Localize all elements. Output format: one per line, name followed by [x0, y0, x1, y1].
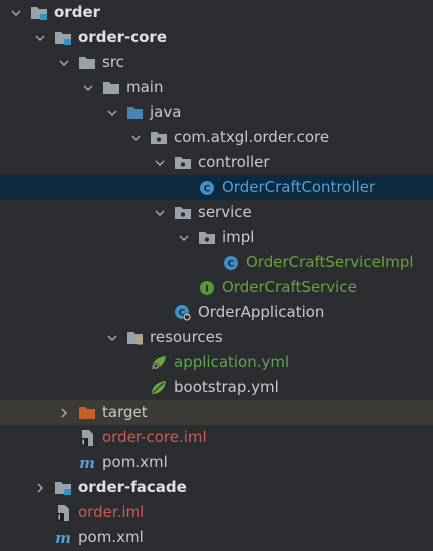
tree-row-package-root[interactable]: com.atxgl.order.core — [0, 125, 433, 150]
iml-file-icon — [54, 504, 72, 522]
tree-row-pom-xml-core[interactable]: m pom.xml — [0, 450, 433, 475]
interface-icon: I — [198, 279, 216, 297]
package-icon — [174, 154, 192, 172]
tree-item-label: OrderCraftServiceImpl — [246, 253, 414, 271]
svg-text:m: m — [79, 455, 95, 471]
tree-item-label: src — [102, 53, 124, 71]
maven-icon: m — [54, 529, 72, 547]
chevron-spacer — [32, 500, 48, 525]
chevron-right-icon[interactable] — [32, 475, 48, 500]
chevron-down-icon[interactable] — [8, 0, 24, 25]
svg-text:C: C — [179, 308, 186, 318]
svg-text:m: m — [55, 530, 71, 546]
spring-config-icon — [150, 354, 168, 372]
spring-leaf-icon — [150, 379, 168, 397]
tree-item-label: target — [102, 403, 148, 421]
chevron-down-icon[interactable] — [176, 225, 192, 250]
package-icon — [150, 129, 168, 147]
tree-item-label: order.iml — [78, 503, 145, 521]
tree-item-label: order-core.iml — [102, 428, 207, 446]
tree-item-label: resources — [150, 328, 223, 346]
tree-row-java[interactable]: java — [0, 100, 433, 125]
chevron-down-icon[interactable] — [104, 325, 120, 350]
svg-text:I: I — [205, 284, 208, 294]
tree-row-impl[interactable]: impl — [0, 225, 433, 250]
tree-item-label: controller — [198, 153, 270, 171]
chevron-right-icon[interactable] — [56, 400, 72, 425]
chevron-spacer — [176, 175, 192, 200]
source-folder-icon — [126, 104, 144, 122]
tree-row-bootstrap-yml[interactable]: bootstrap.yml — [0, 375, 433, 400]
tree-item-label: OrderApplication — [198, 303, 325, 321]
tree-item-label: bootstrap.yml — [174, 378, 279, 396]
chevron-down-icon[interactable] — [152, 200, 168, 225]
chevron-down-icon[interactable] — [152, 150, 168, 175]
tree-row-order-application[interactable]: C OrderApplication — [0, 300, 433, 325]
chevron-down-icon[interactable] — [56, 50, 72, 75]
chevron-spacer — [56, 450, 72, 475]
tree-item-label: OrderCraftService — [222, 278, 357, 296]
package-icon — [174, 204, 192, 222]
chevron-spacer — [56, 425, 72, 450]
tree-row-service[interactable]: service — [0, 200, 433, 225]
tree-row-order-craft-controller[interactable]: C OrderCraftController — [0, 175, 433, 200]
tree-item-label: pom.xml — [78, 528, 144, 546]
chevron-spacer — [32, 525, 48, 550]
excluded-folder-icon — [78, 404, 96, 422]
maven-icon: m — [78, 454, 96, 472]
tree-row-order-core[interactable]: order-core — [0, 25, 433, 50]
tree-row-order-facade[interactable]: order-facade — [0, 475, 433, 500]
tree-row-pom-xml-root[interactable]: m pom.xml — [0, 525, 433, 550]
folder-icon — [78, 54, 96, 72]
tree-row-main[interactable]: main — [0, 75, 433, 100]
class-icon: C — [222, 254, 240, 272]
chevron-down-icon[interactable] — [32, 25, 48, 50]
tree-item-label: order-core — [78, 28, 168, 46]
tree-row-target[interactable]: target — [0, 400, 433, 425]
tree-item-label: main — [126, 78, 164, 96]
tree-row-src[interactable]: src — [0, 50, 433, 75]
svg-text:C: C — [228, 259, 235, 269]
chevron-down-icon[interactable] — [80, 75, 96, 100]
chevron-spacer — [200, 250, 216, 275]
tree-row-controller[interactable]: controller — [0, 150, 433, 175]
tree-item-label: com.atxgl.order.core — [174, 128, 330, 146]
chevron-spacer — [152, 300, 168, 325]
tree-item-label: OrderCraftController — [222, 178, 376, 196]
tree-item-label: order-facade — [78, 478, 187, 496]
package-icon — [198, 229, 216, 247]
chevron-spacer — [176, 275, 192, 300]
tree-item-label: order — [54, 3, 101, 21]
tree-item-label: application.yml — [174, 353, 290, 371]
tree-row-order-iml[interactable]: order.iml — [0, 500, 433, 525]
tree-row-application-yml[interactable]: application.yml — [0, 350, 433, 375]
resources-folder-icon — [126, 329, 144, 347]
iml-file-icon — [78, 429, 96, 447]
tree-row-order-core-iml[interactable]: order-core.iml — [0, 425, 433, 450]
tree-row-resources[interactable]: resources — [0, 325, 433, 350]
module-folder-icon — [54, 479, 72, 497]
module-folder-icon — [54, 29, 72, 47]
tree-item-label: pom.xml — [102, 453, 168, 471]
module-folder-icon — [30, 4, 48, 22]
chevron-down-icon[interactable] — [104, 100, 120, 125]
class-icon: C — [198, 179, 216, 197]
folder-icon — [102, 79, 120, 97]
tree-row-order[interactable]: order — [0, 0, 433, 25]
chevron-spacer — [128, 350, 144, 375]
tree-row-order-craft-service[interactable]: I OrderCraftService — [0, 275, 433, 300]
tree-item-label: java — [150, 103, 182, 121]
chevron-spacer — [128, 375, 144, 400]
tree-item-label: service — [198, 203, 252, 221]
tree-row-order-craft-service-impl[interactable]: C OrderCraftServiceImpl — [0, 250, 433, 275]
chevron-down-icon[interactable] — [128, 125, 144, 150]
svg-text:C: C — [204, 184, 211, 194]
spring-boot-class-icon: C — [174, 304, 192, 322]
tree-item-label: impl — [222, 228, 255, 246]
